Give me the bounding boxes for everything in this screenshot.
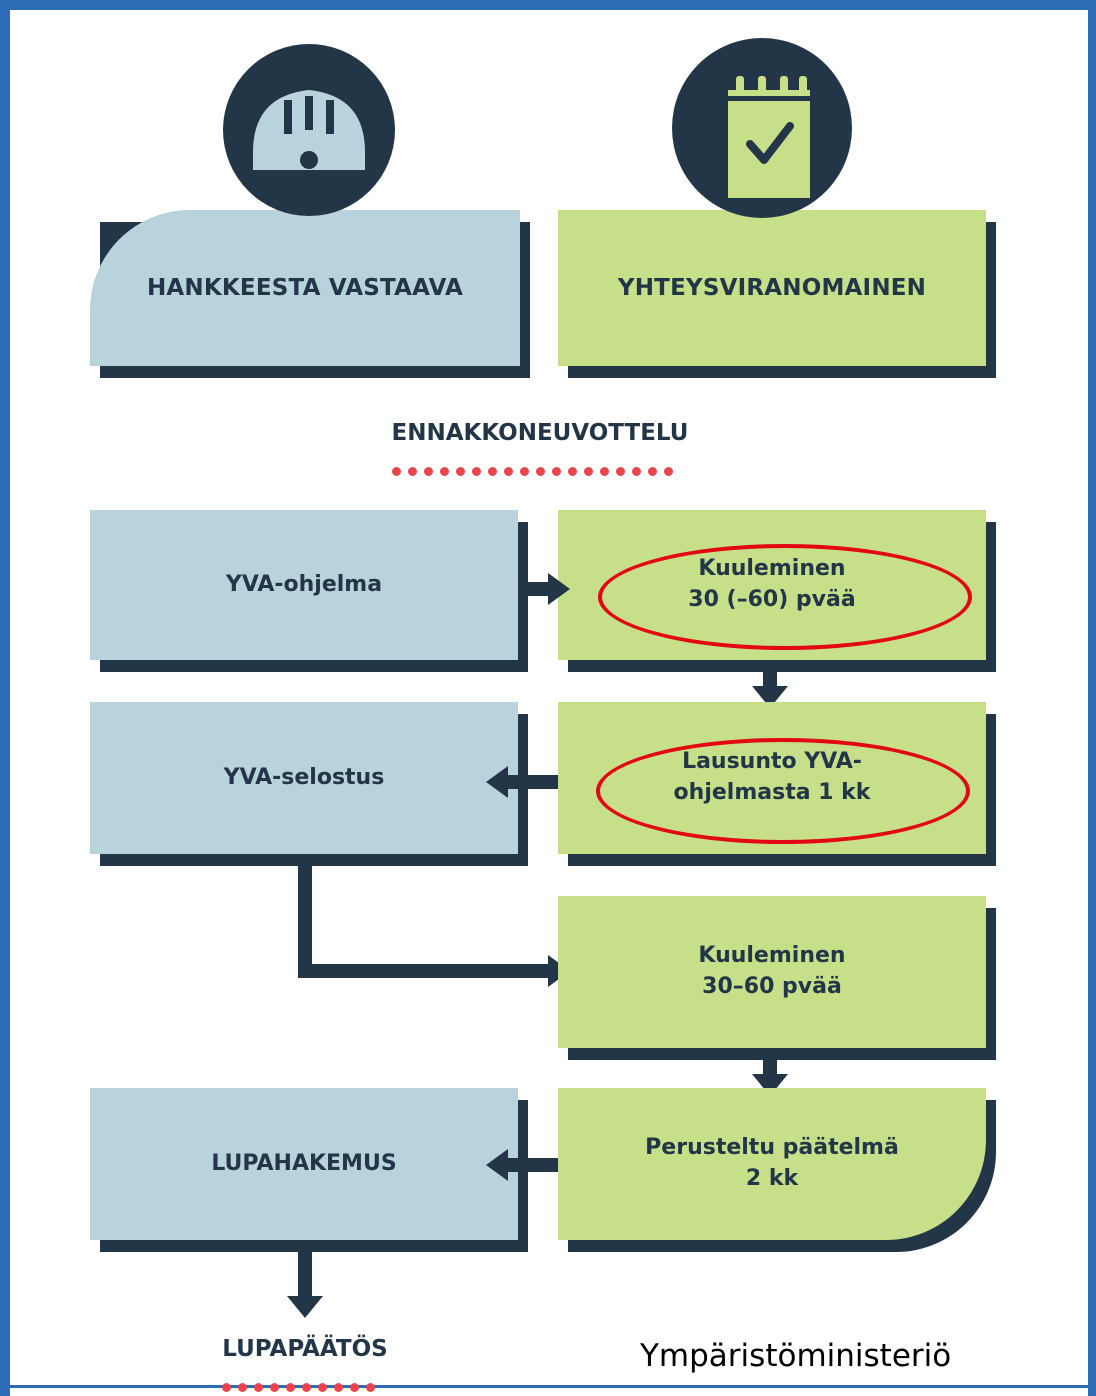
right-box-perusteltu: Perusteltu päätelmä 2 kk bbox=[558, 1088, 986, 1240]
header-right-box: YHTEYSVIRANOMAINEN bbox=[558, 210, 986, 366]
left-box-label: YVA-selostus bbox=[223, 764, 385, 790]
highlight-ellipse bbox=[596, 738, 970, 844]
arrow-down bbox=[298, 1252, 312, 1298]
left-box-label: LUPAHAKEMUS bbox=[211, 1150, 397, 1176]
checklist-notepad-icon bbox=[672, 38, 852, 218]
arrow-down-head bbox=[287, 1296, 323, 1318]
stage-ennakkoneuvottelu: ENNAKKONEUVOTTELU bbox=[391, 420, 689, 446]
arrow-left bbox=[506, 1158, 558, 1172]
credit-text: Ympäristöministeriö bbox=[640, 1338, 952, 1374]
right-box-kuuleminen-2: Kuuleminen 30–60 pvää bbox=[558, 896, 986, 1048]
arrow-left-head bbox=[486, 1149, 508, 1181]
right-box-label: Kuuleminen 30–60 pvää bbox=[698, 943, 846, 999]
dotted-divider-final bbox=[222, 1377, 382, 1392]
arrow-right bbox=[520, 582, 550, 596]
left-box-label: YVA-ohjelma bbox=[225, 571, 383, 597]
arrow-down bbox=[763, 1052, 777, 1076]
left-box-yva-ohjelma: YVA-ohjelma bbox=[90, 510, 518, 660]
arrow-down bbox=[763, 666, 777, 688]
left-box-lupahakemus: LUPAHAKEMUS bbox=[90, 1088, 518, 1240]
header-left-label: HANKKEESTA VASTAAVA bbox=[146, 274, 464, 301]
right-box-label: Perusteltu päätelmä 2 kk bbox=[645, 1135, 899, 1191]
arrow-right-head bbox=[548, 573, 570, 605]
frame-bottom-line bbox=[0, 1385, 1096, 1388]
dotted-divider bbox=[392, 461, 680, 476]
hard-hat-icon bbox=[223, 44, 395, 216]
highlight-ellipse bbox=[598, 544, 972, 650]
connector-horizontal bbox=[298, 964, 552, 978]
final-lupapaatos: LUPAPÄÄTÖS bbox=[222, 1336, 388, 1362]
arrow-left-head bbox=[486, 766, 508, 798]
connector-vertical bbox=[298, 866, 312, 978]
header-right-label: YHTEYSVIRANOMAINEN bbox=[617, 274, 927, 301]
header-left-box: HANKKEESTA VASTAAVA bbox=[90, 210, 520, 366]
left-box-yva-selostus: YVA-selostus bbox=[90, 702, 518, 854]
arrow-left bbox=[506, 775, 558, 789]
